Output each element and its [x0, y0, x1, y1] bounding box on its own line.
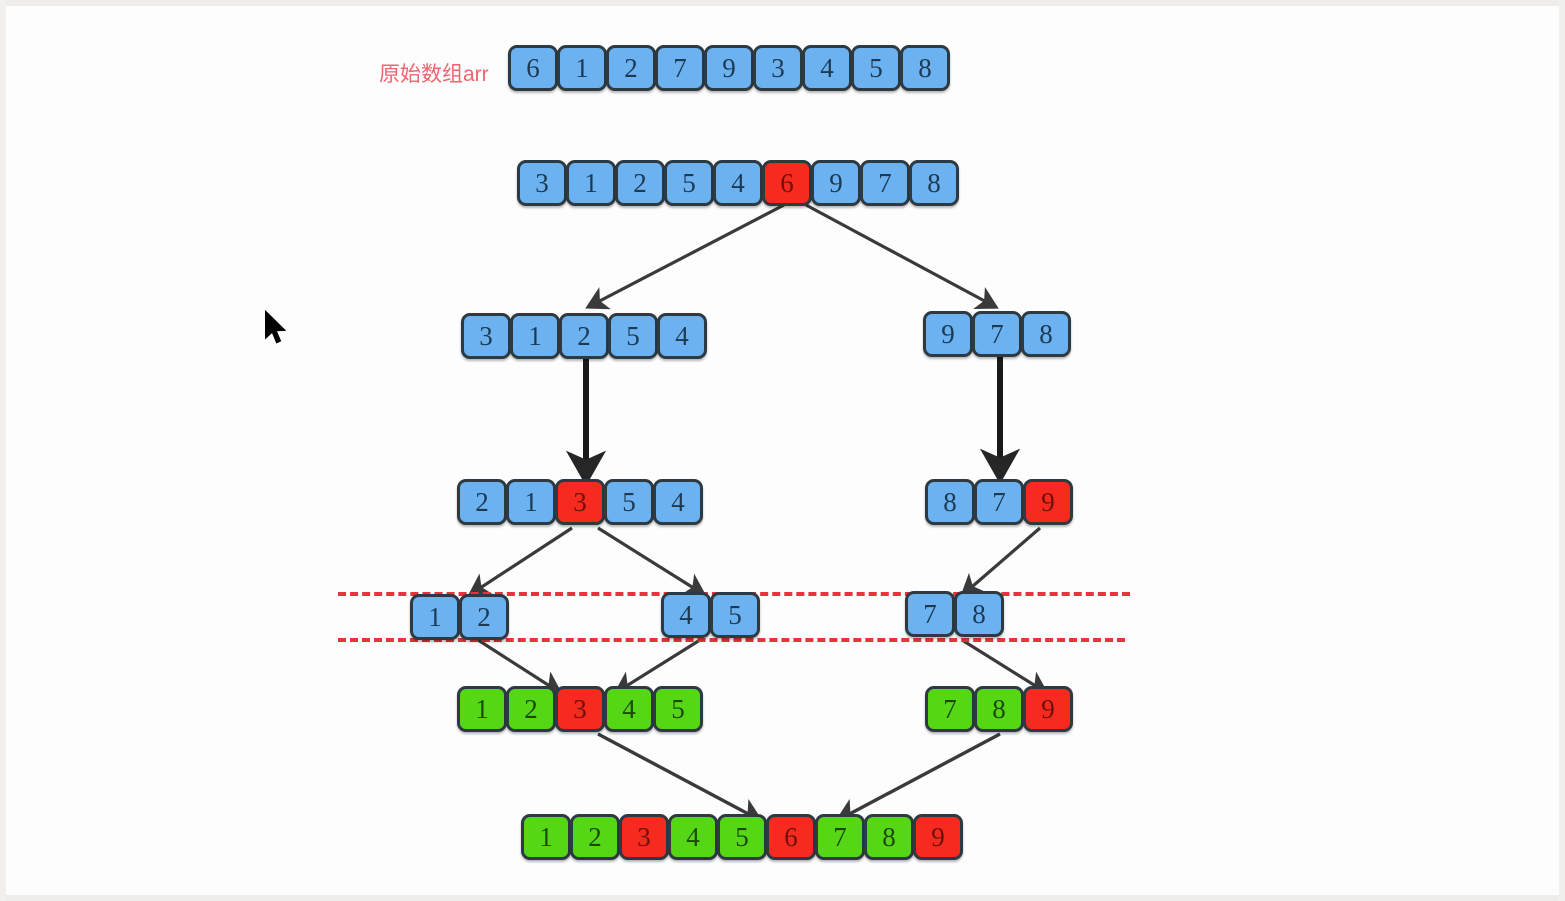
array-cell: 4 — [668, 814, 718, 860]
array-cell: 7 — [815, 814, 865, 860]
array-cell: 9 — [1023, 479, 1073, 525]
original-array-label: 原始数组arr — [379, 63, 489, 86]
array-cell: 9 — [704, 45, 754, 91]
array-cell: 5 — [851, 45, 901, 91]
array-cell: 1 — [457, 686, 507, 732]
array-cell: 3 — [753, 45, 803, 91]
array-cell: 2 — [606, 45, 656, 91]
array-cell: 2 — [559, 313, 609, 359]
array-cell: 5 — [710, 592, 760, 638]
array-cell: 8 — [1021, 311, 1071, 357]
array-cell: 1 — [510, 313, 560, 359]
array-cell: 9 — [1023, 686, 1073, 732]
array-cell: 6 — [766, 814, 816, 860]
array-cell: 2 — [457, 479, 507, 525]
array-cell: 5 — [664, 160, 714, 206]
array-cell: 8 — [900, 45, 950, 91]
array-cell: 7 — [925, 686, 975, 732]
array-cell: 7 — [655, 45, 705, 91]
array-cell: 2 — [570, 814, 620, 860]
dashed-guide-bottom — [338, 638, 1125, 642]
array-cell: 6 — [762, 160, 812, 206]
array-cell: 3 — [517, 160, 567, 206]
array-cell: 8 — [954, 591, 1004, 637]
array-cell: 5 — [717, 814, 767, 860]
array-cell: 2 — [459, 594, 509, 640]
array-cell: 9 — [913, 814, 963, 860]
array-cell: 3 — [619, 814, 669, 860]
array-cell: 4 — [604, 686, 654, 732]
array-cell: 8 — [864, 814, 914, 860]
array-cell: 1 — [521, 814, 571, 860]
array-cell: 9 — [923, 311, 973, 357]
array-cell: 5 — [608, 313, 658, 359]
array-cell: 1 — [566, 160, 616, 206]
array-cell: 4 — [653, 479, 703, 525]
array-cell: 3 — [555, 479, 605, 525]
array-cell: 4 — [661, 592, 711, 638]
array-cell: 4 — [657, 313, 707, 359]
array-cell: 7 — [860, 160, 910, 206]
array-cell: 4 — [713, 160, 763, 206]
array-cell: 1 — [410, 594, 460, 640]
array-cell: 3 — [555, 686, 605, 732]
mouse-cursor — [265, 310, 287, 344]
array-cell: 8 — [974, 686, 1024, 732]
array-cell: 4 — [802, 45, 852, 91]
array-cell: 7 — [972, 311, 1022, 357]
frame-edge-left — [0, 0, 6, 901]
array-cell: 5 — [653, 686, 703, 732]
array-cell: 6 — [508, 45, 558, 91]
array-cell: 3 — [461, 313, 511, 359]
frame-edge-top — [0, 0, 1565, 6]
array-cell: 7 — [905, 591, 955, 637]
frame-edge-bottom — [0, 895, 1565, 901]
frame-edge-right — [1559, 0, 1565, 901]
array-cell: 1 — [557, 45, 607, 91]
array-cell: 1 — [506, 479, 556, 525]
array-cell: 8 — [909, 160, 959, 206]
array-cell: 5 — [604, 479, 654, 525]
array-cell: 9 — [811, 160, 861, 206]
array-cell: 8 — [925, 479, 975, 525]
array-cell: 2 — [506, 686, 556, 732]
array-cell: 2 — [615, 160, 665, 206]
array-cell: 7 — [974, 479, 1024, 525]
